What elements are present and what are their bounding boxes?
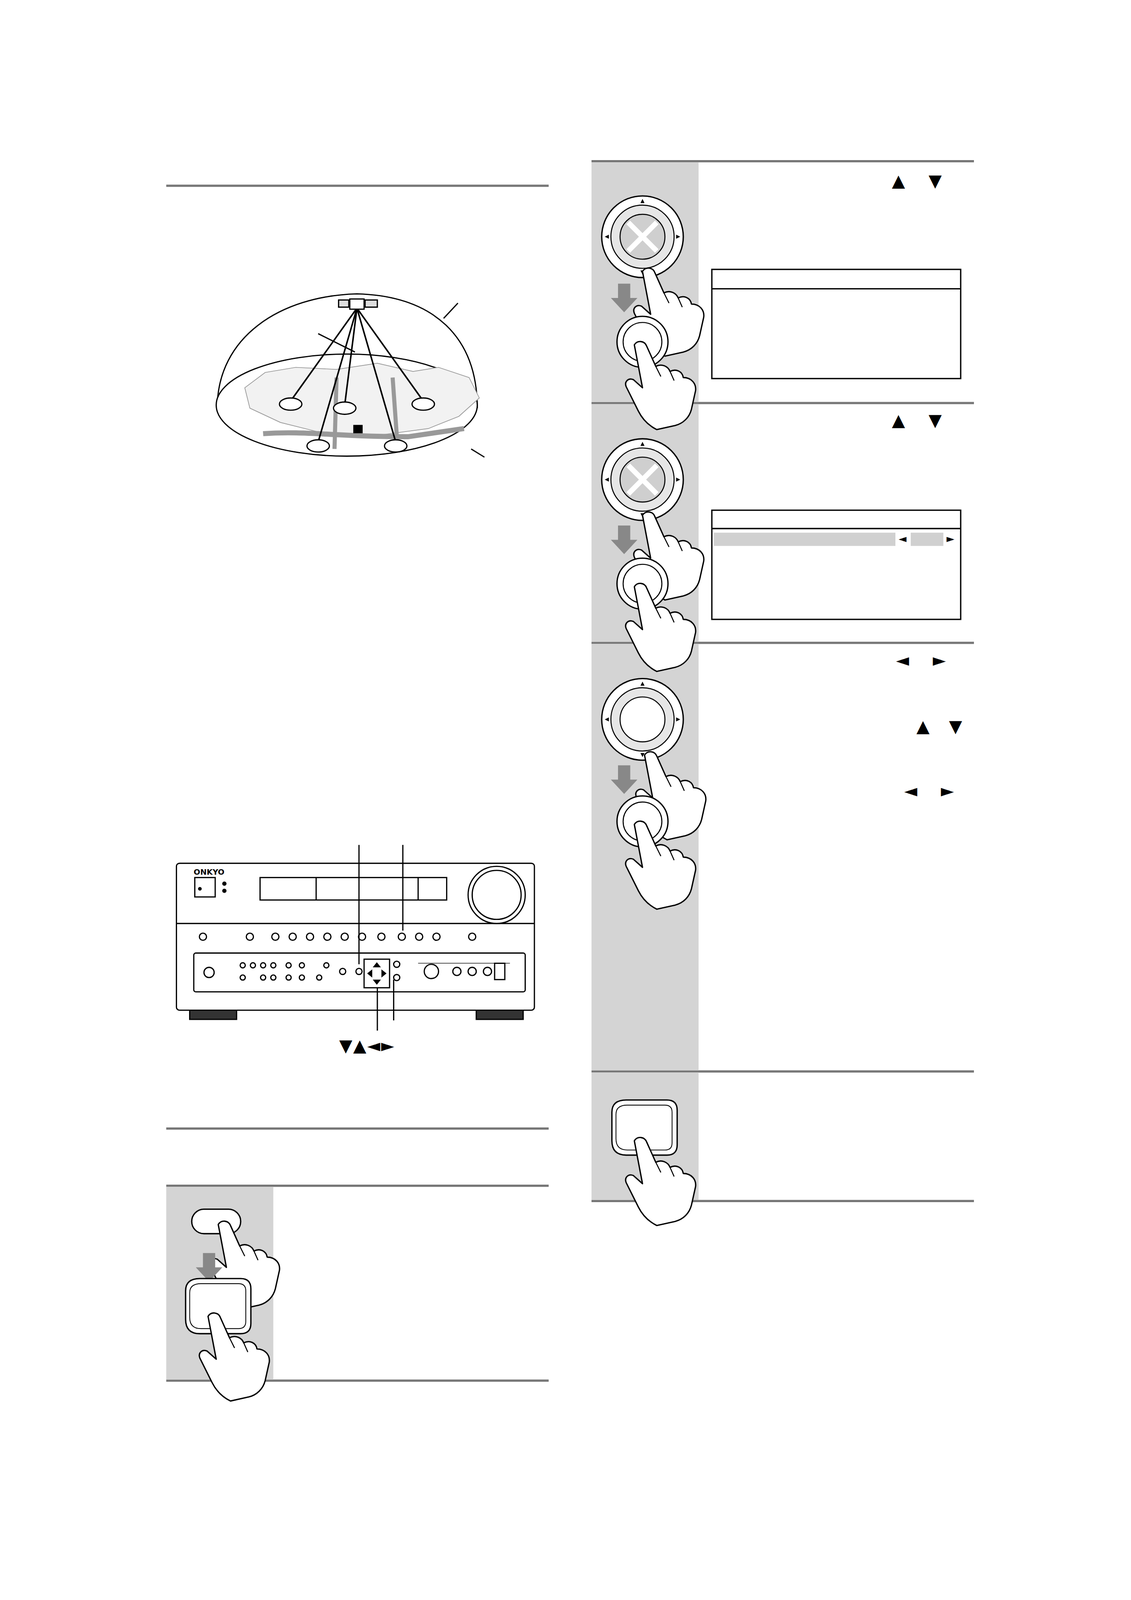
arrow-symbol: ▲ (891, 171, 906, 190)
arrow-symbol: ◄ (898, 533, 907, 544)
arrow-symbol: ► (946, 533, 955, 544)
arrow-symbol: ► (932, 651, 946, 669)
key-symbols: ▼▲◄► (339, 1036, 396, 1054)
arrow-symbol: ▲ (891, 411, 906, 429)
brand-logo: ONKYO (193, 868, 225, 876)
arrow-symbol: ◄ (903, 781, 918, 799)
arrow-symbol: ▲ (916, 717, 930, 735)
arrow-symbol: ▼ (949, 717, 963, 735)
arrow-symbol: ◄ (895, 651, 910, 669)
arrow-symbol: ► (940, 781, 954, 799)
arrow-symbol: ▼ (928, 411, 942, 429)
arrow-symbol: ▼ (928, 171, 942, 190)
